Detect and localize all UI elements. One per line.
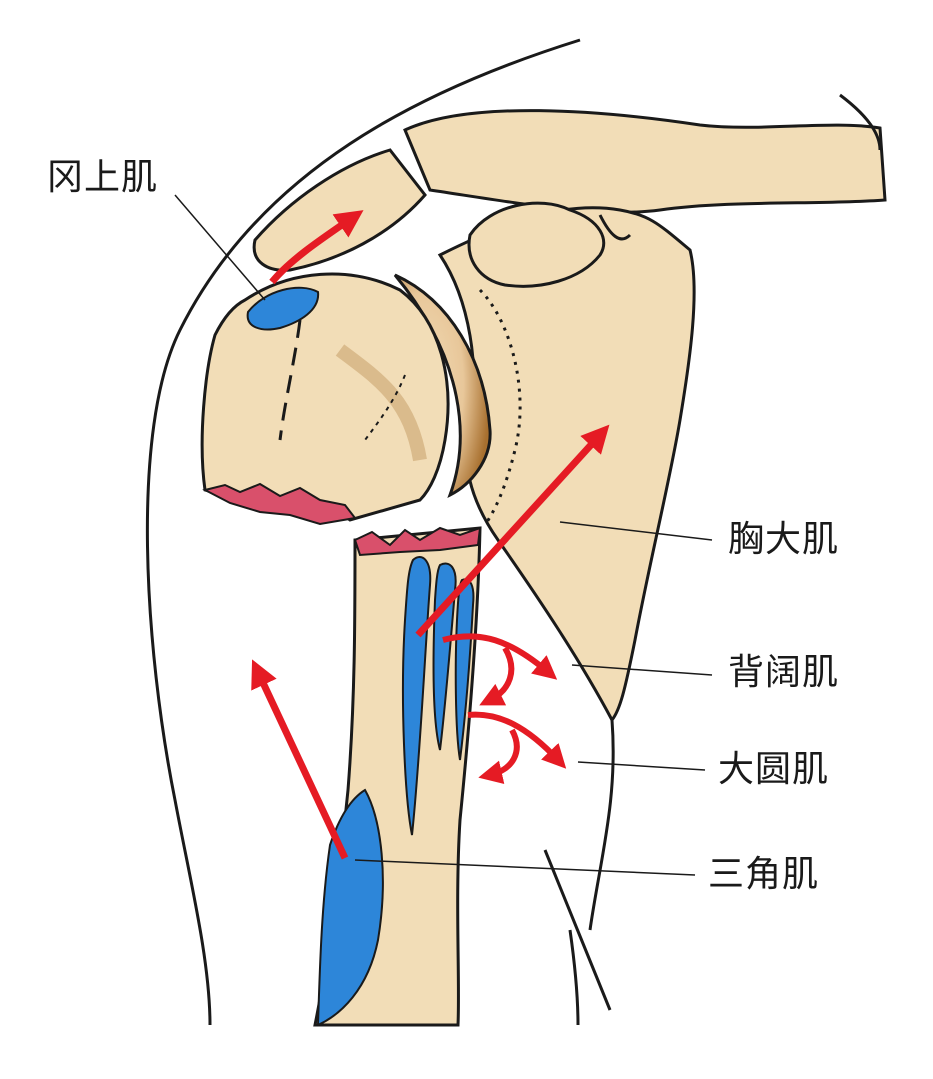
humeral-head-fragment [200, 272, 450, 522]
coracoid-process [467, 201, 606, 288]
label-deltoid: 三角肌 [708, 854, 820, 895]
supraspinatus-insertion [246, 286, 320, 331]
latissimus-force-arrow-1 [442, 633, 558, 680]
leader-pectoralis [559, 521, 713, 541]
leader-latissimus [571, 664, 713, 676]
glenoid-cartilage [393, 273, 492, 499]
deltoid-force-arrow [251, 659, 349, 860]
arm-outline [145, 38, 581, 1026]
leader-supraspinatus [174, 194, 266, 301]
teres-force-arrow-2 [478, 728, 520, 785]
pectoralis-force-arrow [415, 424, 610, 638]
acromion [252, 148, 427, 272]
latissimus-force-arrow-2 [479, 646, 515, 706]
label-latissimus-dorsi: 背阔肌 [728, 652, 840, 693]
teres-insertion [454, 578, 475, 761]
fracture-edge-proximal [202, 482, 357, 526]
clavicle [403, 109, 887, 214]
label-supraspinatus: 冈上肌 [47, 157, 159, 198]
leader-deltoid [354, 859, 696, 876]
label-teres-major: 大圆肌 [718, 749, 830, 790]
fracture-edge-distal [353, 526, 482, 557]
label-pectoralis-major: 胸大肌 [728, 519, 840, 560]
anatomical-neck-line [278, 319, 302, 441]
joint-capsule [478, 288, 522, 526]
supraspinatus-force-arrow [269, 210, 364, 285]
leader-teres [577, 761, 706, 771]
teres-force-arrow-1 [467, 711, 567, 769]
